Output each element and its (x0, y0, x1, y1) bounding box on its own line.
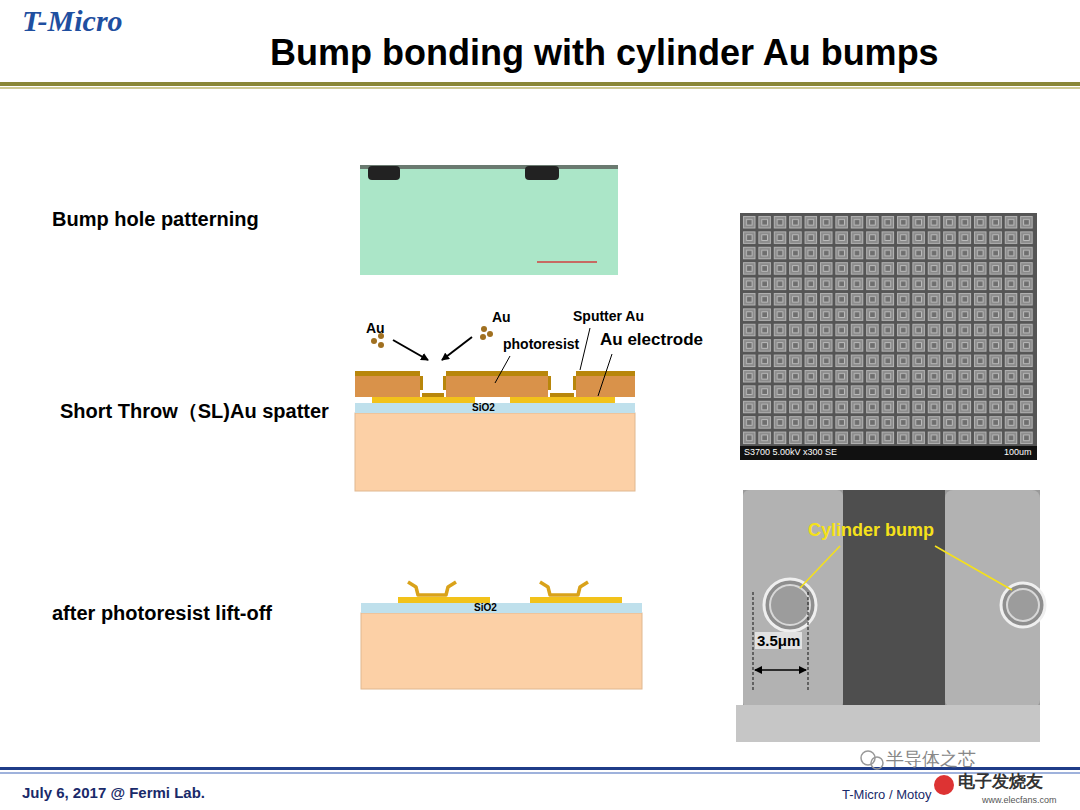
footer-rule (0, 772, 1080, 774)
substrate-edge (736, 705, 1040, 742)
sputter-au-bottom (550, 393, 574, 397)
step-label: after photoresist lift-off (52, 602, 272, 625)
cylinder-bump (770, 585, 810, 625)
au-electrode (372, 397, 475, 403)
footer-date: July 6, 2017 @ Fermi Lab. (22, 784, 205, 801)
slide-title: Bump bonding with cylinder Au bumps (270, 32, 939, 73)
sem-info: S3700 5.00kV x300 SE (744, 447, 837, 459)
substrate (355, 413, 635, 491)
deposition-arrow (393, 340, 428, 360)
dimension-arrow (755, 669, 806, 671)
watermark: 半导体之芯 (886, 749, 976, 770)
watermark: www.elecfans.com (982, 795, 1057, 805)
material-label: Sputter Au (573, 308, 644, 324)
electrode-pad (945, 490, 1040, 708)
footer-author: T-Micro / Motoy (842, 788, 932, 803)
watermark-logo (934, 775, 954, 795)
au-particle (481, 326, 487, 332)
au-particle (480, 334, 486, 340)
layer-label: SiO2 (472, 403, 495, 413)
sem-image (740, 213, 1037, 460)
dimension-line (753, 592, 754, 690)
au-particle (371, 338, 377, 344)
dimension-label: 3.5μm (755, 632, 802, 649)
header-rule (0, 87, 1080, 89)
logo: T-Micro (22, 4, 123, 39)
au-particle (487, 331, 493, 337)
bump-array (742, 215, 1035, 445)
material-label: Au electrode (600, 330, 703, 350)
step-label: Bump hole patterning (52, 208, 259, 231)
dimension-line (808, 592, 809, 690)
layer-label: SiO2 (474, 603, 497, 613)
material-label: photoresist (503, 336, 579, 352)
au-electrode (510, 397, 615, 403)
sem-info-bar (740, 446, 1037, 460)
photoresist (355, 376, 635, 397)
sputter-au-bottom (422, 393, 444, 397)
step-label: Short Throw（SL)Au spatter (60, 400, 329, 423)
au-particle (378, 342, 384, 348)
header-rule (0, 82, 1080, 86)
scale-label: 100um (1004, 447, 1032, 459)
micrograph (360, 165, 618, 275)
au-electrode (530, 597, 622, 603)
leader-line (935, 546, 1012, 590)
leader-line (800, 546, 840, 588)
sputter-au (355, 371, 635, 376)
leader-line (598, 354, 612, 396)
watermark: 电子发烧友 (958, 772, 1043, 792)
bump-hole (525, 166, 559, 180)
callout-label: Cylinder bump (808, 520, 934, 541)
sio2-layer (355, 403, 635, 413)
watermark-icon (871, 757, 883, 769)
substrate (361, 613, 642, 689)
scale-bar (537, 261, 597, 263)
sio2-layer (361, 603, 642, 613)
material-label: Au (366, 320, 385, 336)
cylinder-bump (1001, 583, 1045, 627)
leader-line (580, 328, 590, 370)
leader-line (495, 356, 510, 383)
deposition-arrow (442, 337, 472, 360)
cylinder-bump (1007, 589, 1039, 621)
material-label: Au (492, 309, 511, 325)
cylinder-bump (540, 582, 588, 595)
bump-hole (368, 166, 400, 180)
cylinder-bump (408, 582, 456, 595)
sem-image (743, 490, 1040, 708)
